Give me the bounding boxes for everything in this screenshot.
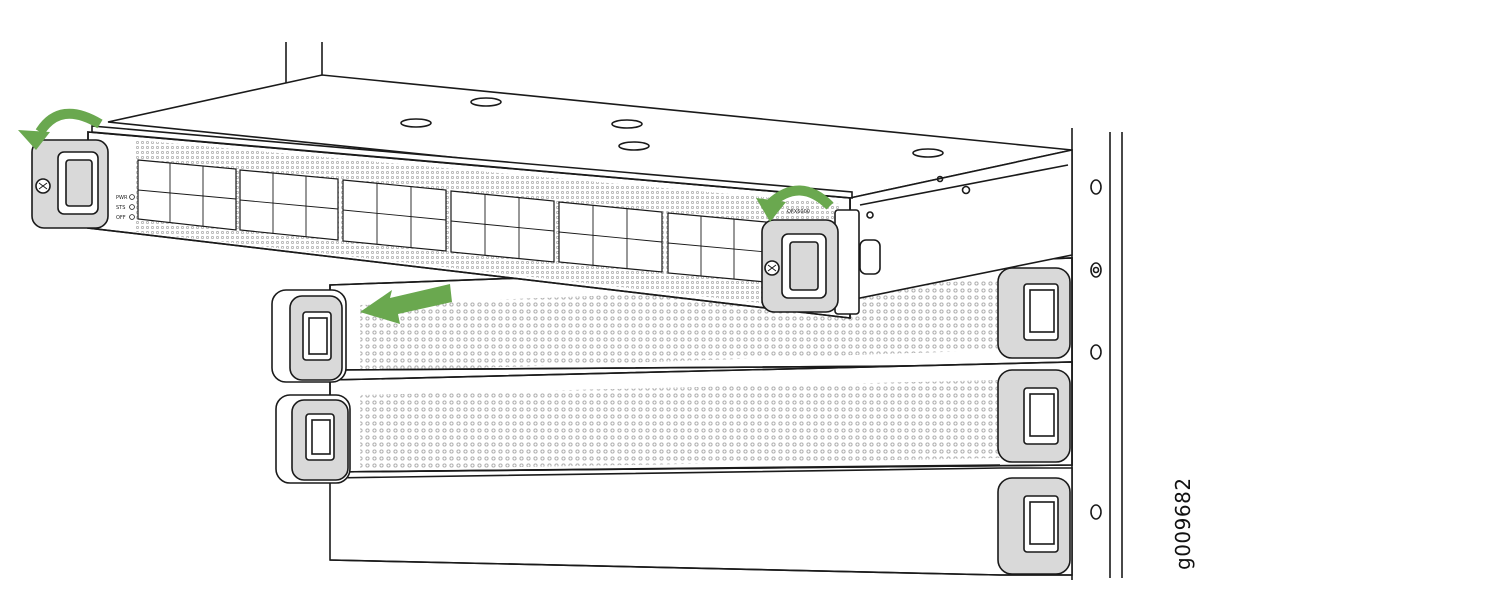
lower-chassis-middle [329,361,1073,473]
led-label-pwr: PWR [116,195,128,201]
port-cage-dividers [137,163,767,279]
lower-chassis-bottom [329,467,1073,576]
rotate-arrow-right-icon [756,185,834,222]
figure-id-label: g009682 [1171,477,1195,570]
led-label-off: OFF [116,215,126,221]
pull-out-arrow-icon [360,284,452,324]
led-indicators: PWR STS OFF QFX5000 [116,194,810,221]
handle-right-lower [997,267,1071,575]
mounting-handle-left [31,139,109,229]
model-label: QFX5000 [787,209,810,215]
led-label-sts: STS [116,205,125,211]
rack-rail [1071,128,1123,580]
handle-left-lower [271,289,351,484]
rotate-arrow-left-icon [18,108,103,150]
mounting-handle-right [761,209,881,315]
